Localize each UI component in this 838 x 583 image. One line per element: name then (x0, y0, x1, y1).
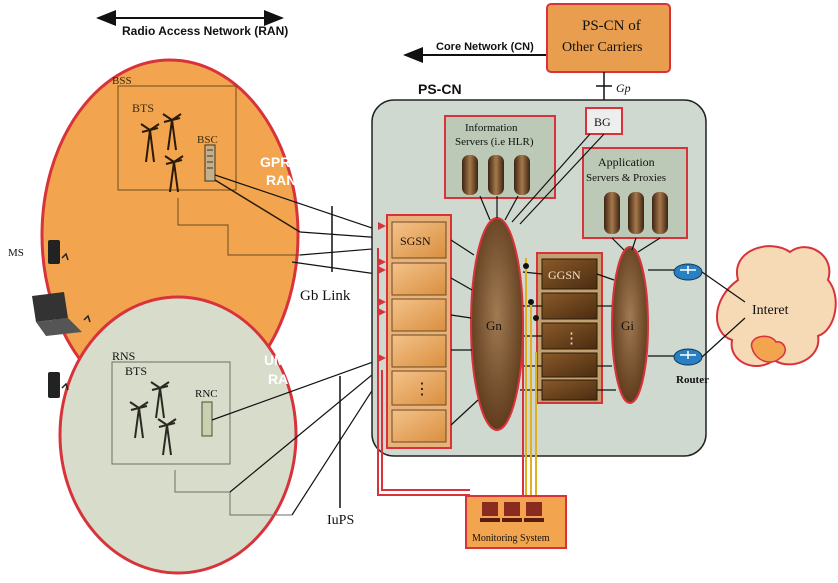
rns-label: RNS (112, 349, 135, 363)
information-servers-box: Information Servers (i.e HLR) (445, 116, 555, 198)
server-icon (514, 155, 530, 195)
gp-label: Gp (616, 81, 631, 95)
monitor-icon (504, 502, 520, 516)
sgsn-stack: SGSN ⋮ (387, 215, 451, 448)
router-label: Router (676, 374, 709, 386)
router-icon (674, 349, 702, 365)
ggsn-label: GGSN (548, 268, 581, 282)
gprs-bts-label: BTS (132, 101, 154, 115)
ran-label: Radio Access Network (RAN) (122, 24, 288, 38)
server-icon (488, 155, 504, 195)
monitor-icon (482, 502, 498, 516)
cn-label: Core Network (CN) (436, 41, 534, 53)
umts-bts-label: BTS (125, 364, 147, 378)
sgsn-ellipsis: ⋮ (414, 381, 430, 398)
bg-label: BG (594, 115, 611, 129)
monitor-icon (526, 502, 542, 516)
umts-ran-title-1: UMTS (264, 352, 304, 368)
application-servers-box: Application Servers & Proxies (583, 148, 687, 238)
info-servers-line2: Servers (i.e HLR) (455, 136, 534, 148)
bss-label: BSS (112, 75, 132, 87)
sgsn-node (392, 410, 446, 442)
ggsn-node (542, 380, 597, 400)
pscn-label: PS-CN (418, 81, 462, 97)
monitoring-system-box: Monitoring System (466, 496, 566, 548)
server-icon (604, 192, 620, 234)
internet-label: Interet (752, 303, 789, 318)
gprs-ran-title-2: RAN (266, 172, 296, 188)
sgsn-label: SGSN (400, 234, 431, 248)
server-icon (652, 192, 668, 234)
other-carriers-line2: Other Carriers (562, 40, 642, 55)
iups-label: IuPS (327, 513, 354, 528)
gb-link-label: Gb Link (300, 288, 351, 304)
ggsn-node (542, 293, 597, 319)
server-icon (462, 155, 478, 195)
umts-rnc-icon (202, 402, 212, 436)
umts-ran-title-2: RAN (268, 371, 298, 387)
router-icon (674, 264, 702, 280)
monitoring-system-label: Monitoring System (472, 533, 550, 544)
sgsn-node (392, 263, 446, 295)
other-carriers-box: PS-CN of Other Carriers (547, 4, 670, 72)
gn-label: Gn (486, 318, 502, 333)
info-servers-line1: Information (465, 122, 518, 134)
ms-label: MS (8, 247, 24, 259)
app-servers-line2: Servers & Proxies (586, 172, 666, 184)
ggsn-ellipsis: ⋮ (564, 331, 579, 347)
sgsn-node (392, 335, 446, 367)
gi-label: Gi (621, 318, 634, 333)
internet-cloud: Interet (717, 246, 836, 366)
umts-rnc-label: RNC (195, 388, 218, 400)
app-servers-line1: Application (598, 155, 655, 169)
ggsn-node (542, 353, 597, 377)
gprs-ran-title-1: GPRS (260, 154, 300, 170)
ggsn-stack: GGSN ⋮ (537, 253, 602, 403)
server-icon (628, 192, 644, 234)
other-carriers-line1: PS-CN of (582, 18, 641, 34)
sgsn-node (392, 299, 446, 331)
gprs-bsc-label: BSC (197, 134, 218, 146)
